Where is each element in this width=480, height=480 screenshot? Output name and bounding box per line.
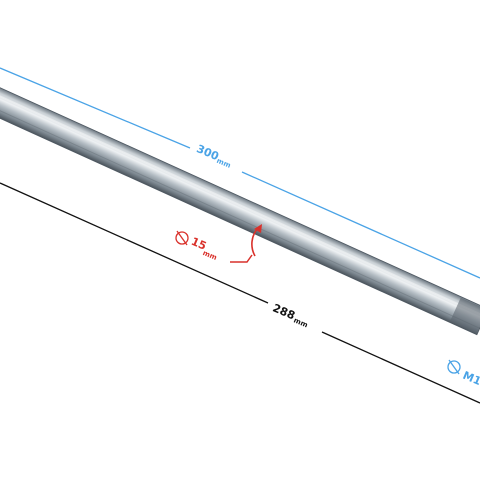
diameter-value: 15 [189,235,208,253]
total-length-unit: mm [215,157,232,170]
total-length-dimension: 300 mm [0,67,480,279]
thread-length-unit: mm [292,316,309,329]
diameter-icon [447,359,461,375]
thread-size-label: M1 [447,359,480,388]
thread-length-value: 288 [271,301,297,322]
thread-size-text: M1 [461,369,480,388]
diameter-unit: mm [201,249,218,262]
diameter-icon [175,230,189,246]
steel-rod [0,85,480,336]
